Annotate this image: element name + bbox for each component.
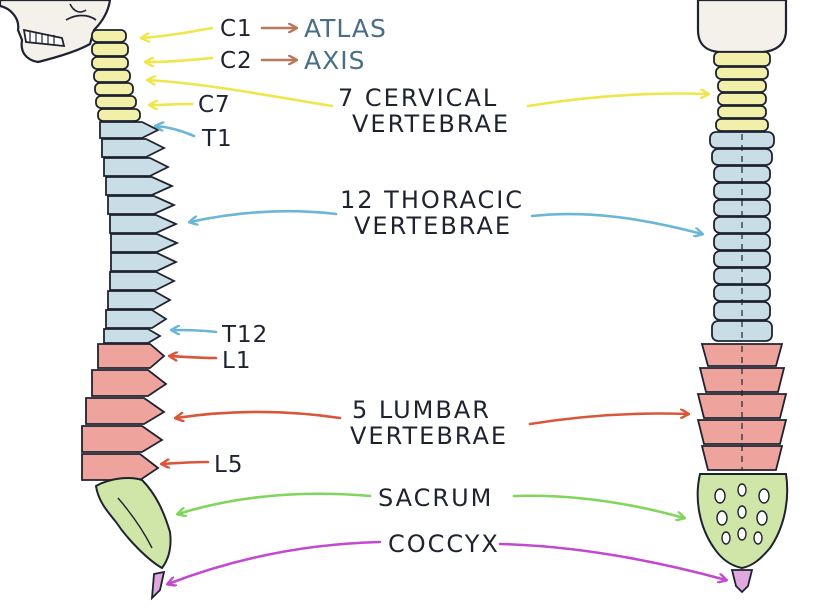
label-c2: C2: [220, 48, 253, 74]
labels: C1 ATLAS C2 AXIS 7 CERVICAL VERTEBRAE C7…: [198, 14, 524, 558]
arrow-t1: [156, 126, 196, 138]
sacral-foramina: [714, 483, 770, 545]
label-c7: C7: [198, 92, 231, 118]
arrow-c1: [142, 26, 214, 38]
label-l1: L1: [222, 348, 251, 374]
arrows: [142, 28, 726, 584]
skull-lateral: [0, 0, 112, 64]
label-axis: AXIS: [304, 46, 365, 75]
thoracic-vertebrae-lateral: [99, 121, 180, 344]
lumbar-vertebrae-lateral: [81, 343, 168, 481]
skull-base-posterior: [696, 0, 788, 54]
label-atlas: ATLAS: [304, 14, 387, 43]
label-thoracic-line1: 12 THORACIC: [340, 186, 524, 214]
arrow-coccyx-right: [498, 542, 726, 580]
coccyx-lateral: [150, 570, 166, 601]
label-coccyx: COCCYX: [388, 530, 500, 558]
coccyx-posterior: [730, 569, 754, 594]
label-lumbar-line2: VERTEBRAE: [350, 422, 508, 450]
lumbar-vertebrae-posterior: [696, 343, 788, 471]
arrow-lumbar-left: [176, 410, 342, 418]
arrow-c2: [146, 56, 214, 62]
sacrum-lateral: [94, 477, 172, 570]
arrow-coccyx-left: [168, 540, 382, 584]
arrow-thoracic-right: [530, 212, 702, 234]
arrow-l1: [170, 356, 218, 358]
posterior-spine: [696, 0, 789, 594]
label-lumbar-line1: 5 LUMBAR: [352, 396, 491, 424]
arrow-cervical-right: [526, 94, 708, 108]
label-sacrum: SACRUM: [378, 484, 493, 512]
lateral-spine: [0, 0, 180, 601]
cervical-vertebrae-lateral: [91, 29, 141, 122]
arrow-sacrum-right: [512, 494, 684, 518]
arrow-thoracic-left: [190, 209, 338, 222]
arrow-l5: [162, 462, 210, 464]
label-thoracic-line2: VERTEBRAE: [354, 212, 512, 240]
arrow-lumbar-right: [528, 413, 688, 426]
arrow-t12: [172, 330, 218, 332]
arrow-c7: [150, 104, 194, 105]
label-cervical-line1: 7 CERVICAL: [338, 84, 498, 112]
thoracic-vertebrae-posterior: [709, 131, 775, 342]
label-c1: C1: [220, 16, 253, 42]
cervical-vertebrae-posterior: [713, 51, 771, 132]
label-cervical-line2: VERTEBRAE: [352, 110, 510, 138]
arrow-sacrum-left: [178, 492, 372, 514]
arrow-cervical-left: [148, 80, 334, 108]
label-t1: T1: [201, 126, 233, 152]
label-l5: L5: [214, 452, 243, 478]
label-t12: T12: [221, 322, 268, 348]
